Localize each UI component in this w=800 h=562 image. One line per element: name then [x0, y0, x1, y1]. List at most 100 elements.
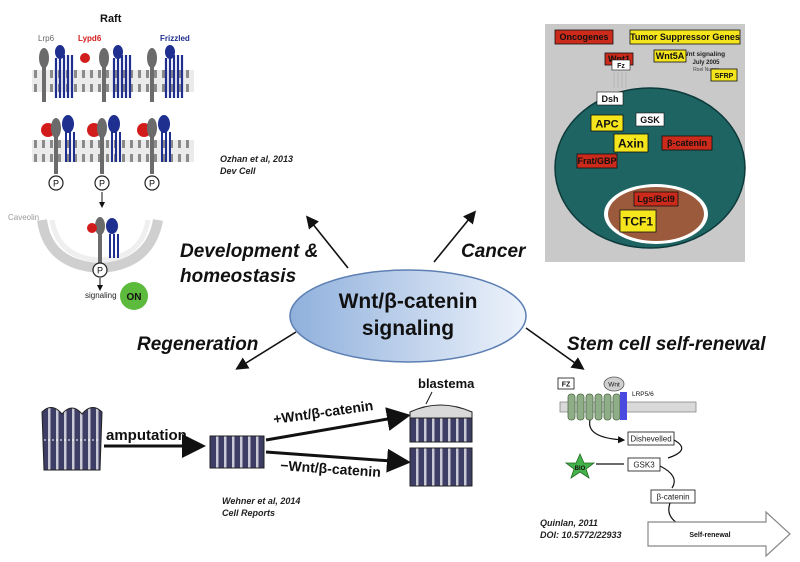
heading-regeneration: Regeneration	[137, 334, 258, 355]
gsk3-label: GSK3	[633, 461, 655, 470]
label-caveolin: Caveolin	[8, 213, 39, 222]
on-label: ON	[127, 292, 142, 303]
frat-box	[576, 153, 618, 169]
minus-wnt-label: −Wnt/β-catenin	[280, 457, 382, 480]
apc-box	[590, 114, 624, 132]
gsk-label: GSK	[640, 115, 660, 125]
regeneration-panel: amputation +Wnt/β-catenin −Wnt/β-catenin…	[41, 376, 475, 518]
dsh-label: Dsh	[601, 94, 618, 104]
beta-catenin-label: β-catenin	[667, 138, 707, 148]
lgs-label: Lgs/Bcl9	[637, 194, 675, 204]
self-renewal-label: Self-renewal	[689, 532, 730, 539]
note-line3: Roel Nusse	[693, 67, 719, 73]
bio-star-icon	[564, 453, 596, 479]
citation-quinlan-line1: Quinlan, 2011	[540, 518, 598, 528]
fin-regenerated	[409, 404, 473, 443]
tcf1-label: TCF1	[623, 215, 653, 229]
caveolin-pit	[37, 217, 163, 274]
phospho-label: P	[97, 266, 103, 276]
wnt5a-box	[653, 49, 687, 63]
oncogenes-label: Oncogenes	[559, 32, 608, 42]
stem-membrane	[559, 401, 697, 413]
stem-cell-panel: FZ Wnt LRP5/6 Dishevelled BIO GSK3 β-cat…	[540, 376, 791, 558]
arrow-regeneration	[235, 331, 297, 370]
heading-cancer: Cancer	[461, 241, 527, 262]
bio-label: BIO	[575, 466, 586, 472]
phospho-label: P	[99, 179, 105, 189]
sfrp-box	[710, 68, 738, 82]
apc-label: APC	[595, 119, 618, 131]
phospho-label: P	[53, 179, 59, 189]
membrane-top	[32, 45, 194, 102]
arrow-development	[306, 215, 349, 269]
dishevelled-label: Dishevelled	[630, 435, 671, 444]
note-line2: July 2005	[692, 60, 720, 66]
phospho-circle	[92, 262, 108, 278]
fin-not-regenerated	[409, 447, 473, 487]
phospho-circle	[94, 175, 110, 191]
arrow-dishevelled-inhibit	[667, 439, 683, 459]
phospho-circle	[144, 175, 160, 191]
beta-catenin-box	[661, 135, 713, 151]
citation-wehner-line1: Wehner et al, 2014	[222, 496, 300, 506]
fin-before	[41, 407, 103, 471]
wnt5a-label: Wnt5A	[656, 51, 685, 61]
gsk-box	[635, 112, 665, 127]
arrow-plus-wnt	[265, 407, 411, 442]
center-node: Wnt/β-catenin signaling	[289, 269, 527, 363]
label-lypd6: Lypd6	[78, 34, 102, 43]
blastema-label: blastema	[418, 376, 475, 391]
heading-stem-cell: Stem cell self-renewal	[567, 334, 766, 355]
gsk3-box	[627, 457, 661, 472]
axin-box	[613, 133, 649, 153]
wnt-ligand	[603, 376, 625, 392]
note-line1: in Wnt signaling	[675, 51, 725, 58]
fz-stem-box	[557, 377, 575, 390]
lrp-label: LRP5/6	[632, 391, 654, 398]
arrow-stem-cell	[525, 327, 585, 370]
label-lrp6: Lrp6	[38, 34, 55, 43]
citation-ozhan-line2: Dev Cell	[220, 166, 256, 176]
fz-receptor-stem	[567, 393, 621, 421]
raft-title: Raft	[100, 13, 122, 25]
citation-ozhan-line1: Ozhan et al, 2013	[220, 154, 293, 164]
dishevelled-box	[627, 431, 675, 446]
receptor-complex-3	[137, 115, 171, 174]
membrane-middle: P P P	[32, 115, 194, 191]
lgs-box	[633, 191, 679, 207]
beta-catenin-stem-box	[650, 489, 696, 504]
oncogenes-key	[554, 29, 614, 45]
raft-panel: Raft Lrp6 Lypd6 Frizzled	[8, 13, 293, 310]
phospho-label: P	[149, 179, 155, 189]
on-badge	[120, 282, 148, 310]
label-frizzled: Frizzled	[160, 34, 190, 43]
receptor-complex-2	[87, 115, 121, 174]
center-title-line2: signaling	[362, 317, 454, 340]
arrow-minus-wnt	[265, 448, 411, 473]
fz-stem-label: FZ	[562, 382, 571, 389]
suppressors-key	[629, 29, 741, 45]
blastema-pointer	[425, 391, 433, 405]
fz-receptor	[613, 72, 627, 88]
self-renewal-arrow	[647, 510, 791, 558]
tcf1-box	[619, 209, 657, 233]
sfrp-label: SFRP	[715, 73, 734, 80]
citation-quinlan-line2: DOI: 10.5772/22933	[540, 530, 622, 540]
label-signaling: signaling	[85, 291, 117, 300]
arrow-to-dishevelled	[589, 419, 626, 444]
frat-label: Frat/GBP	[577, 156, 616, 166]
fin-stump	[209, 435, 265, 469]
center-title-line1: Wnt/β-catenin	[339, 290, 478, 313]
axin-label: Axin	[618, 137, 644, 151]
citation-wehner-line2: Cell Reports	[222, 508, 275, 518]
lrp-receptor	[620, 392, 627, 420]
heading-development-line2: homeostasis	[180, 266, 296, 287]
beta-catenin-stem-label: β-catenin	[656, 493, 689, 502]
dsh-box	[596, 91, 624, 106]
arrow-cancer	[433, 210, 477, 263]
receptor-complex-1	[41, 115, 75, 174]
gsk3-inhibit	[659, 465, 675, 489]
wnt1-label: Wnt1	[608, 54, 630, 64]
